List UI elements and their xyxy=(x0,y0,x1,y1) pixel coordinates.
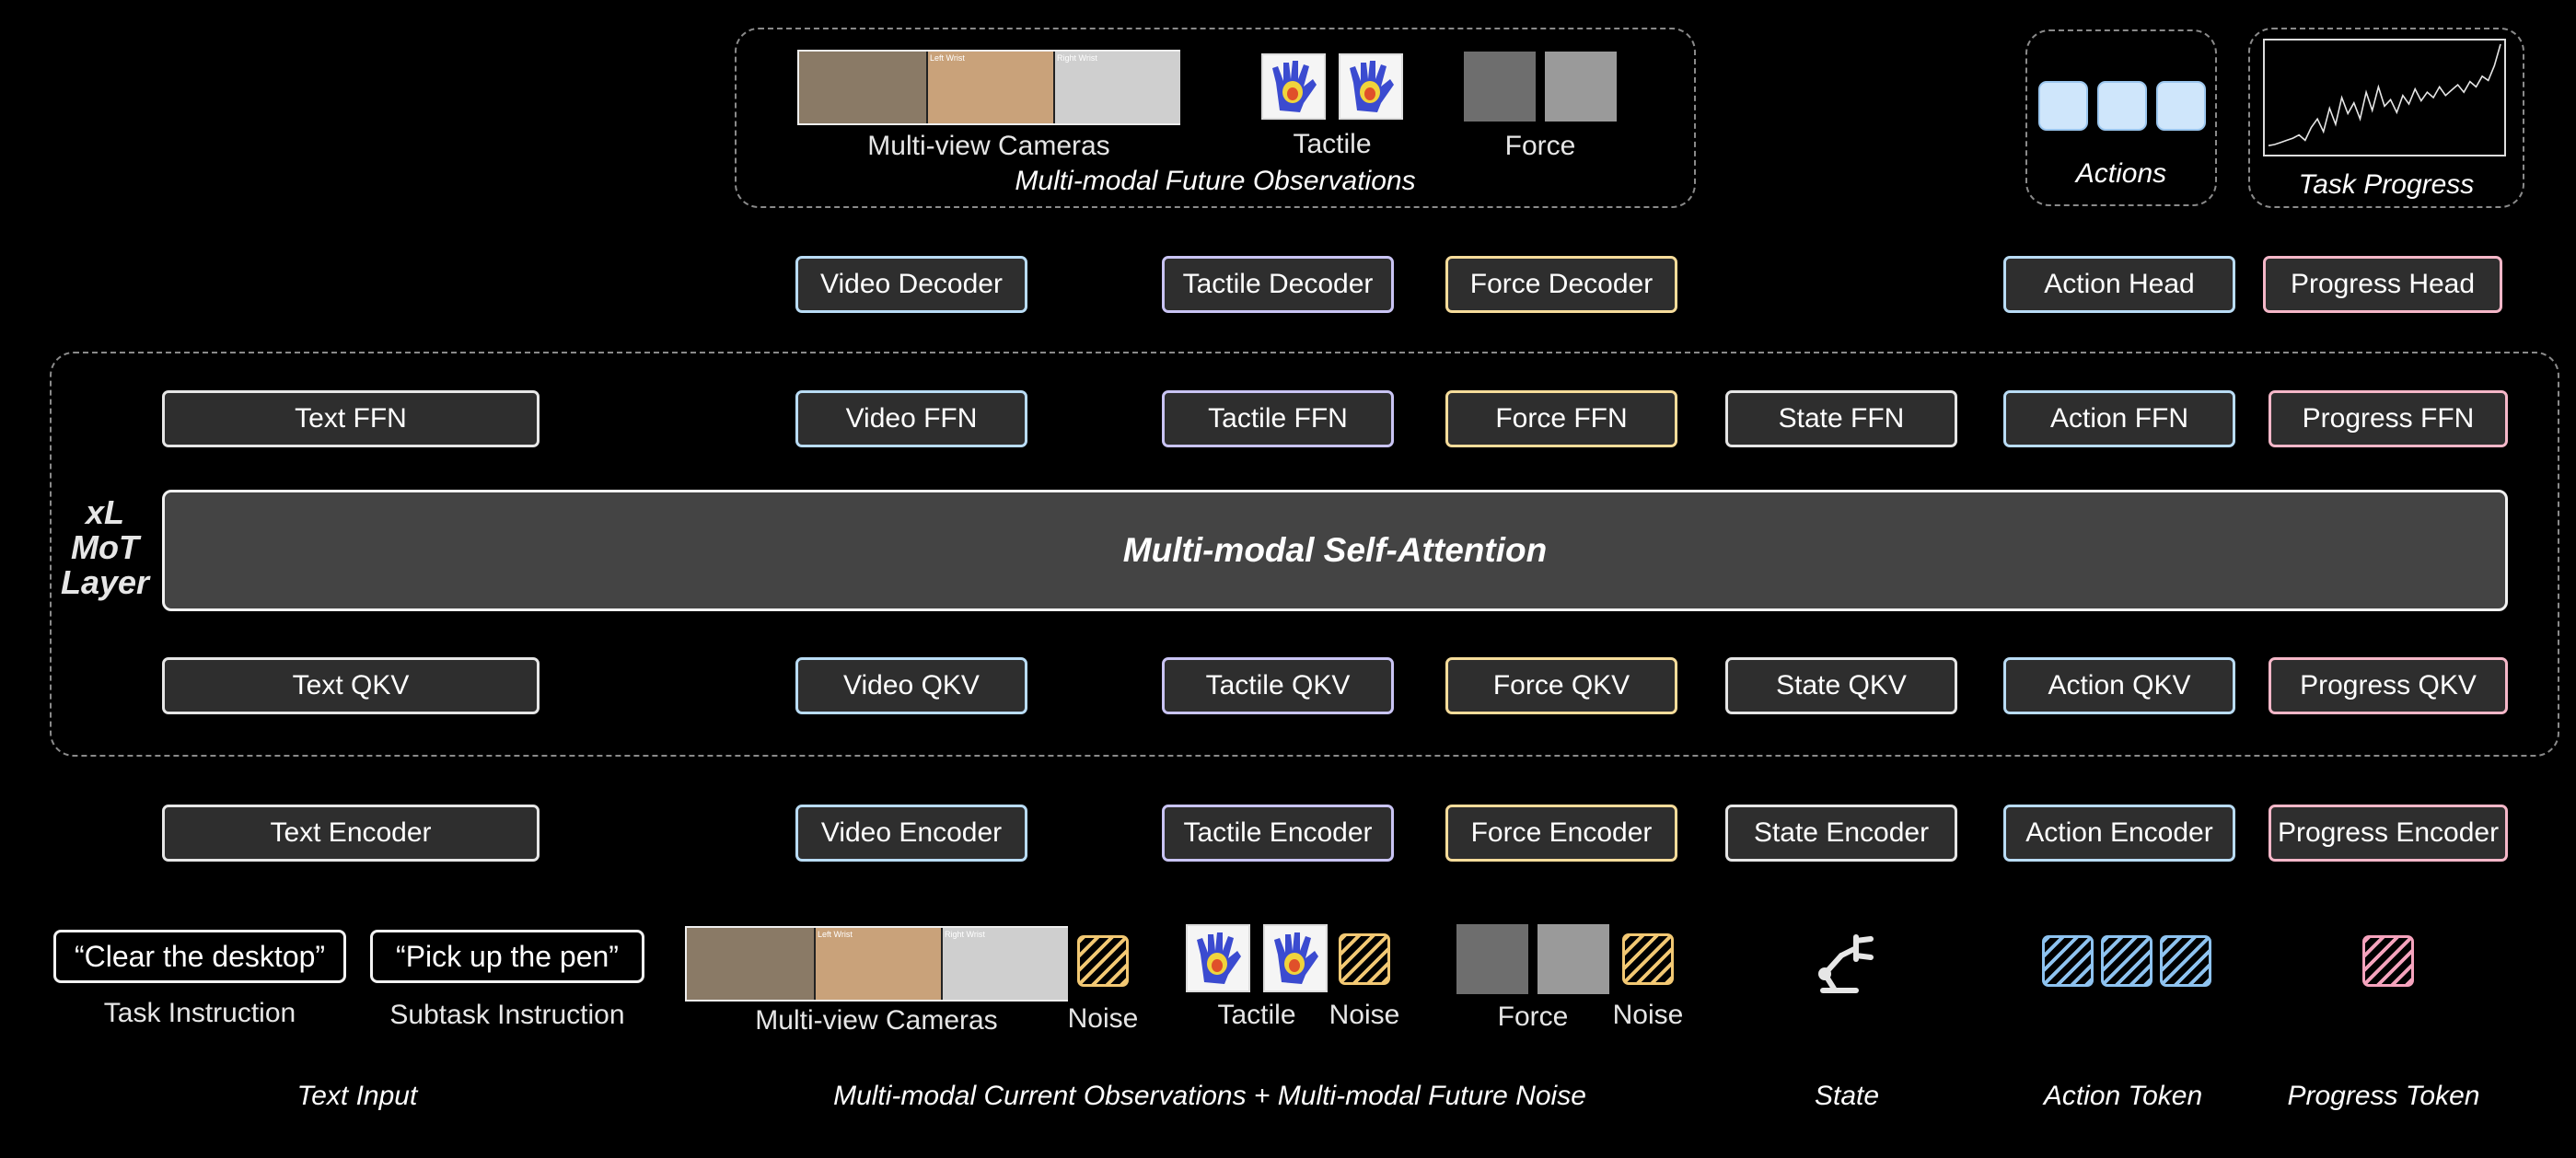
tactile-hand-heatmap-icon xyxy=(1186,924,1250,992)
camera-view-right-wrist xyxy=(1053,52,1180,123)
state-ffn: State FFN xyxy=(1725,390,1957,447)
task-instruction-box: “Clear the desktop” xyxy=(53,930,346,983)
state-encoder: State Encoder xyxy=(1725,805,1957,862)
subtask-instruction-box: “Pick up the pen” xyxy=(370,930,644,983)
task-progress-caption: Task Progress xyxy=(2298,169,2475,200)
noise-token xyxy=(1077,935,1129,987)
force-sensor-image xyxy=(1537,924,1609,994)
camera-view-right-wrist xyxy=(941,928,1068,1000)
video-encoder: Video Encoder xyxy=(795,805,1027,862)
current-observations-caption: Multi-modal Current Observations + Multi… xyxy=(833,1081,1586,1111)
future-observations-panel xyxy=(735,28,1696,208)
tactile-ffn: Tactile FFN xyxy=(1162,390,1394,447)
video-qkv: Video QKV xyxy=(795,657,1027,714)
action-head: Action Head xyxy=(2003,256,2235,313)
layer-label-line: xL xyxy=(85,493,124,531)
noise-label: Noise xyxy=(1612,1000,1684,1030)
force-decoder: Force Decoder xyxy=(1445,256,1677,313)
action-chunk xyxy=(2038,81,2088,131)
action-token-caption: Action Token xyxy=(2043,1081,2203,1111)
robot-arm-icon xyxy=(1814,932,1884,996)
subtask-instruction-label: Subtask Instruction xyxy=(389,1000,625,1030)
state-caption: State xyxy=(1814,1081,1880,1111)
current-tactile-label: Tactile xyxy=(1217,1000,1296,1030)
actions-caption: Actions xyxy=(2075,158,2167,189)
state-qkv: State QKV xyxy=(1725,657,1957,714)
noise-token xyxy=(1339,933,1390,985)
current-force-label: Force xyxy=(1497,1002,1569,1032)
tactile-hand-heatmap-icon xyxy=(1261,53,1326,120)
force-encoder: Force Encoder xyxy=(1445,805,1677,862)
noise-label: Noise xyxy=(1329,1000,1400,1030)
camera-view-label: Right Wrist xyxy=(1057,53,1097,63)
action-chunk xyxy=(2097,81,2147,131)
progress-curve-line xyxy=(2268,43,2501,146)
future-cameras-label: Multi-view Cameras xyxy=(867,131,1110,161)
camera-view-left-wrist xyxy=(814,928,943,1000)
task-instruction-label: Task Instruction xyxy=(103,998,296,1028)
force-sensor-image xyxy=(1464,52,1536,122)
task-progress-panel xyxy=(2248,28,2524,208)
video-decoder: Video Decoder xyxy=(795,256,1027,313)
force-sensor-image xyxy=(1545,52,1617,122)
force-qkv: Force QKV xyxy=(1445,657,1677,714)
future-force-label: Force xyxy=(1504,131,1576,161)
action-qkv: Action QKV xyxy=(2003,657,2235,714)
video-ffn: Video FFN xyxy=(795,390,1027,447)
camera-view-label: Right Wrist xyxy=(945,930,985,939)
progress-qkv: Progress QKV xyxy=(2269,657,2508,714)
current-camera-strip: Left Wrist Right Wrist xyxy=(685,926,1068,1002)
tactile-hand-heatmap-icon xyxy=(1339,53,1403,120)
progress-ffn: Progress FFN xyxy=(2269,390,2508,447)
tactile-hand-heatmap-icon xyxy=(1263,924,1328,992)
force-ffn: Force FFN xyxy=(1445,390,1677,447)
future-camera-strip: Left Wrist Right Wrist xyxy=(797,50,1180,125)
progress-token xyxy=(2362,935,2414,987)
current-cameras-label: Multi-view Cameras xyxy=(755,1005,998,1036)
text-input-caption: Text Input xyxy=(296,1081,418,1111)
action-token xyxy=(2042,935,2094,987)
future-observations-caption: Multi-modal Future Observations xyxy=(1015,166,1416,196)
multimodal-self-attention: Multi-modal Self-Attention xyxy=(162,490,2508,611)
noise-token xyxy=(1622,933,1674,985)
force-sensor-image xyxy=(1456,924,1528,994)
tactile-qkv: Tactile QKV xyxy=(1162,657,1394,714)
text-qkv: Text QKV xyxy=(162,657,540,714)
action-ffn: Action FFN xyxy=(2003,390,2235,447)
action-chunk xyxy=(2156,81,2206,131)
progress-token-caption: Progress Token xyxy=(2287,1081,2480,1111)
tactile-decoder: Tactile Decoder xyxy=(1162,256,1394,313)
action-token xyxy=(2101,935,2152,987)
progress-encoder: Progress Encoder xyxy=(2269,805,2508,862)
camera-view-label: Left Wrist xyxy=(930,53,965,63)
camera-view-head xyxy=(687,928,814,1000)
task-progress-plot xyxy=(2263,39,2506,156)
actions-panel xyxy=(2025,29,2217,206)
camera-view-left-wrist xyxy=(926,52,1055,123)
layer-label-line: Layer xyxy=(60,563,150,601)
progress-head: Progress Head xyxy=(2263,256,2502,313)
text-encoder: Text Encoder xyxy=(162,805,540,862)
action-encoder: Action Encoder xyxy=(2003,805,2235,862)
future-tactile-label: Tactile xyxy=(1293,129,1372,159)
text-ffn: Text FFN xyxy=(162,390,540,447)
tactile-encoder: Tactile Encoder xyxy=(1162,805,1394,862)
mot-layer-panel xyxy=(50,352,2559,757)
noise-label: Noise xyxy=(1067,1003,1139,1034)
layer-label-line: MoT xyxy=(71,528,139,566)
camera-view-head xyxy=(799,52,926,123)
action-token xyxy=(2160,935,2211,987)
layer-repeat-label: xL MoT Layer xyxy=(52,495,158,600)
camera-view-label: Left Wrist xyxy=(818,930,853,939)
